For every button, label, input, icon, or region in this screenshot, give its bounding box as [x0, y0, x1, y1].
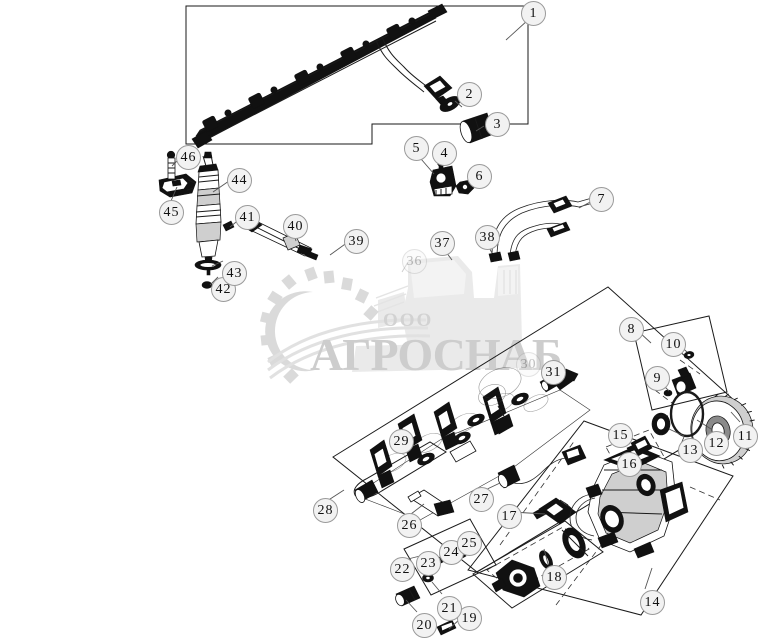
callout-9[interactable]: 9 — [645, 366, 670, 391]
callout-22[interactable]: 22 — [390, 557, 415, 582]
leader-26 — [410, 503, 425, 515]
callout-4[interactable]: 4 — [432, 141, 457, 166]
part-46-bolt — [166, 150, 176, 180]
part-27-sensor — [497, 444, 587, 489]
callout-7[interactable]: 7 — [589, 187, 614, 212]
callout-21[interactable]: 21 — [437, 596, 462, 621]
callout-38[interactable]: 38 — [475, 225, 500, 250]
callout-8[interactable]: 8 — [619, 317, 644, 342]
callout-23[interactable]: 23 — [416, 551, 441, 576]
callout-43[interactable]: 43 — [222, 261, 247, 286]
part-13-bushing — [651, 412, 671, 436]
callout-40[interactable]: 40 — [283, 214, 308, 239]
callout-27[interactable]: 27 — [469, 487, 494, 512]
part-14-hp-pump — [569, 435, 689, 559]
callout-37[interactable]: 37 — [430, 231, 455, 256]
callout-44[interactable]: 44 — [227, 168, 252, 193]
group-box-seals — [472, 520, 604, 609]
callout-30[interactable]: 30 — [516, 352, 541, 377]
leader-11 — [730, 411, 741, 423]
part-26-bolt — [407, 489, 455, 517]
part-21-washer — [422, 573, 434, 583]
leader-14 — [644, 567, 653, 590]
callout-5[interactable]: 5 — [404, 136, 429, 161]
leader-2 — [454, 100, 463, 108]
dashed-hint-manifold — [654, 359, 701, 404]
leader-12 — [696, 419, 712, 430]
leader-44 — [212, 180, 230, 193]
callout-18[interactable]: 18 — [542, 565, 567, 590]
callout-39[interactable]: 39 — [344, 229, 369, 254]
part-common-rail — [191, 3, 453, 149]
callout-12[interactable]: 12 — [704, 431, 729, 456]
part-5-bracket — [429, 165, 457, 197]
part-20-plug — [395, 585, 421, 607]
leader-21 — [431, 581, 443, 595]
callout-45[interactable]: 45 — [159, 200, 184, 225]
group-box-pump — [467, 420, 734, 616]
part-12-oring — [669, 390, 705, 438]
callout-13[interactable]: 13 — [678, 438, 703, 463]
callout-2[interactable]: 2 — [457, 82, 482, 107]
leader-20 — [405, 599, 418, 613]
callout-46[interactable]: 46 — [176, 145, 201, 170]
part-28-manifold — [353, 386, 591, 521]
callout-14[interactable]: 14 — [640, 590, 665, 615]
callout-41[interactable]: 41 — [235, 205, 260, 230]
callout-1[interactable]: 1 — [521, 1, 546, 26]
part-41-nozzle — [222, 220, 235, 232]
callout-11[interactable]: 11 — [733, 424, 758, 449]
leader-45 — [170, 186, 178, 202]
callout-17[interactable]: 17 — [497, 504, 522, 529]
callout-3[interactable]: 3 — [485, 112, 510, 137]
leader-13 — [668, 428, 685, 437]
callout-31[interactable]: 31 — [541, 360, 566, 385]
callout-28[interactable]: 28 — [313, 498, 338, 523]
part-9-fuel-sensor — [663, 366, 697, 397]
part-19-pin — [436, 619, 457, 636]
callout-16[interactable]: 16 — [617, 452, 642, 477]
callout-15[interactable]: 15 — [608, 423, 633, 448]
callout-6[interactable]: 6 — [467, 164, 492, 189]
leader-18 — [543, 548, 549, 565]
callout-26[interactable]: 26 — [397, 513, 422, 538]
callout-36[interactable]: 36 — [402, 249, 427, 274]
callout-29[interactable]: 29 — [389, 429, 414, 454]
leader-43 — [211, 260, 224, 267]
leader-1 — [505, 19, 529, 41]
part-43-oring — [194, 259, 222, 271]
part-10-screw — [683, 351, 695, 359]
callout-25[interactable]: 25 — [457, 531, 482, 556]
callout-10[interactable]: 10 — [661, 332, 686, 357]
part-45-clamp — [158, 173, 197, 198]
leader-3 — [475, 125, 485, 132]
callout-20[interactable]: 20 — [412, 613, 437, 638]
